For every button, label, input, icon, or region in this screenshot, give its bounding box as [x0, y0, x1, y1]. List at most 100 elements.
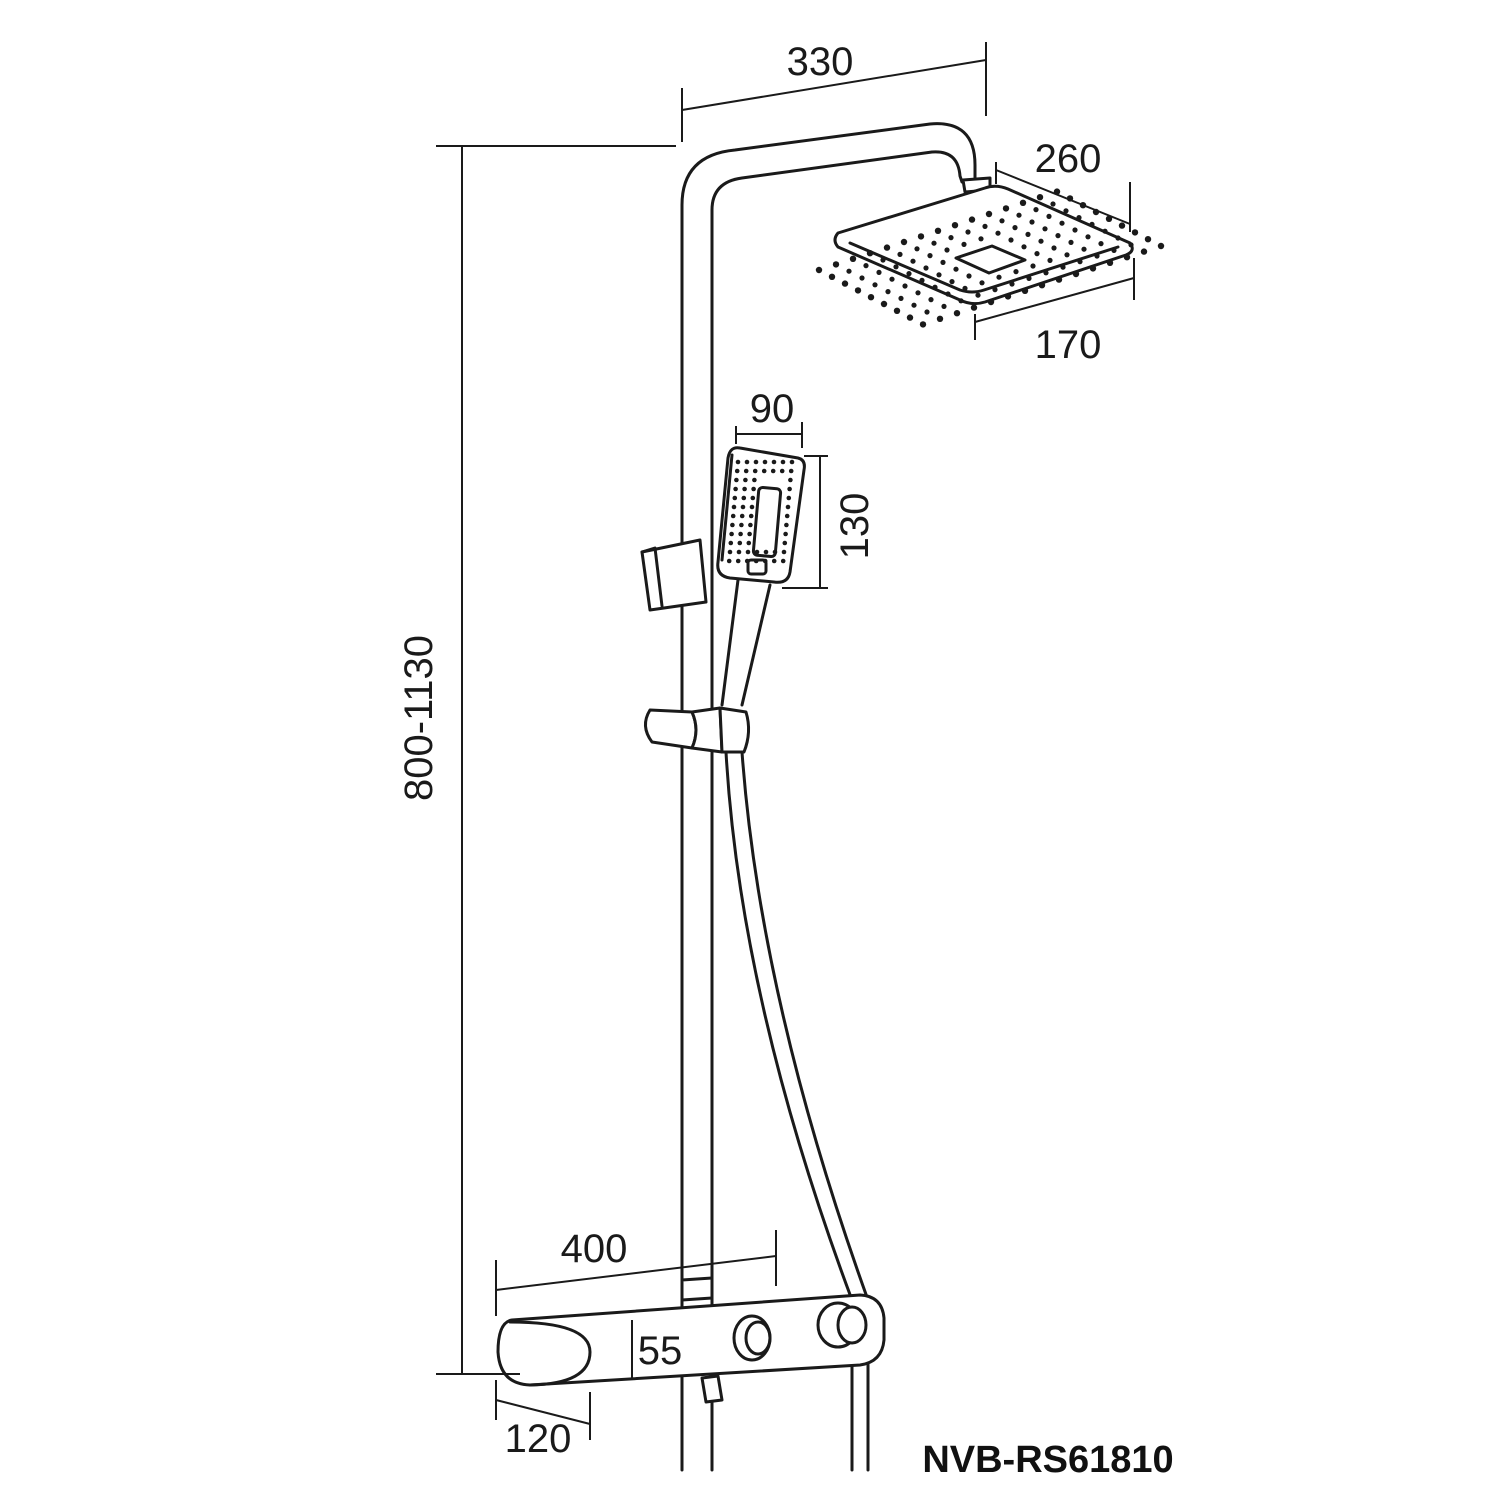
nozzle-dot — [730, 513, 736, 519]
nozzle-dot — [849, 255, 857, 262]
nozzle-dot — [749, 504, 755, 510]
nozzle-dot — [859, 275, 865, 281]
nozzle-dot — [761, 468, 767, 474]
nozzle-dot — [1094, 253, 1100, 259]
nozzle-dot — [1029, 219, 1035, 225]
nozzle-dot — [893, 264, 899, 270]
nozzle-dot — [788, 477, 793, 483]
nozzle-dot — [866, 250, 874, 257]
nozzle-dot — [740, 504, 746, 510]
nozzle-dot — [1085, 234, 1091, 240]
nozzle-dot — [906, 314, 914, 321]
nozzle-dot — [893, 307, 901, 314]
label-head-width: 170 — [1035, 323, 1102, 367]
nozzle-dot — [739, 513, 745, 519]
nozzle-dot — [982, 223, 988, 229]
nozzle-dot — [1157, 242, 1165, 250]
nozzle-dot — [788, 468, 794, 474]
label-hand-width: 90 — [750, 387, 795, 431]
nozzle-dot — [734, 468, 740, 474]
nozzle-dot — [1068, 239, 1074, 245]
nozzle-dot — [996, 274, 1002, 280]
nozzle-dot — [880, 257, 886, 263]
nozzle-dot — [730, 522, 735, 528]
nozzle-dot — [841, 280, 849, 287]
nozzle-dot — [752, 468, 758, 474]
dimension-mixer-width: 400 — [495, 1227, 777, 1316]
nozzle-dot — [747, 531, 752, 537]
nozzle-dot — [784, 513, 790, 519]
nozzle-dot — [743, 477, 748, 483]
nozzle-dot — [745, 549, 751, 555]
shower-hose — [724, 750, 870, 1472]
nozzle-dot — [754, 549, 760, 555]
nozzle-dot — [1089, 265, 1097, 272]
nozzle-dot — [1128, 242, 1134, 248]
nozzle-dot — [910, 258, 916, 264]
nozzle-dot — [1106, 259, 1114, 266]
nozzle-dot — [746, 540, 752, 546]
nozzle-dot — [1131, 229, 1139, 236]
nozzle-dot — [1055, 276, 1063, 283]
nozzle-dot — [815, 266, 823, 274]
nozzle-dot — [863, 263, 869, 269]
nozzle-dot — [880, 300, 888, 308]
nozzle-dot — [1060, 264, 1066, 270]
nozzle-dot — [965, 229, 971, 235]
nozzle-dot — [771, 459, 777, 465]
nozzle-dot — [742, 486, 747, 492]
nozzle-dot — [867, 294, 875, 301]
dimension-head-length: 260 — [995, 137, 1131, 232]
nozzle-dot — [1098, 241, 1104, 247]
nozzle-dot — [763, 549, 769, 555]
nozzle-dot — [731, 504, 737, 510]
nozzle-dot — [1144, 236, 1152, 243]
nozzle-dot — [1072, 227, 1078, 233]
nozzle-dot — [789, 459, 795, 465]
nozzle-dot — [743, 468, 749, 474]
nozzle-dot — [1034, 251, 1040, 257]
nozzle-dot — [927, 253, 933, 259]
nozzle-dot — [940, 259, 946, 265]
nozzle-dot — [832, 261, 840, 268]
nozzle-dot — [1064, 252, 1070, 258]
nozzle-dot — [1140, 248, 1148, 255]
nozzle-dot — [961, 241, 967, 247]
nozzle-dot — [966, 273, 972, 279]
nozzle-dot — [883, 244, 891, 251]
nozzle-dot — [1115, 235, 1121, 241]
dimension-arm-reach: 330 — [681, 40, 987, 142]
head-shower — [815, 176, 1165, 328]
nozzle-dot — [751, 486, 756, 492]
head-nozzle-dots — [815, 188, 1165, 328]
dimension-mixer-height: 55 — [631, 1320, 682, 1378]
nozzle-dot — [914, 246, 920, 252]
nozzle-dot — [919, 321, 927, 328]
nozzle-dot — [1004, 293, 1012, 300]
nozzle-dot — [771, 558, 777, 564]
nozzle-dot — [1013, 269, 1019, 275]
dimension-hand-height: 130 — [782, 455, 877, 589]
nozzle-dot — [1076, 215, 1082, 221]
nozzle-dot — [1102, 228, 1108, 234]
nozzle-dot — [1042, 226, 1048, 232]
label-total-height: 800-1130 — [397, 635, 441, 801]
nozzle-dot — [729, 531, 734, 537]
hand-shower — [716, 446, 806, 707]
wall-bracket — [640, 538, 708, 612]
nozzle-dot — [1051, 245, 1057, 251]
nozzle-dot — [732, 495, 738, 501]
nozzle-dot — [735, 459, 741, 465]
nozzle-dot — [934, 227, 942, 234]
nozzle-dot — [1021, 244, 1027, 250]
nozzle-dot — [1055, 233, 1061, 239]
nozzle-dot — [1021, 287, 1029, 294]
nozzle-dot — [736, 549, 742, 555]
nozzle-dot — [735, 558, 741, 564]
nozzle-dot — [783, 531, 788, 537]
nozzle-dot — [733, 486, 738, 492]
nozzle-dot — [750, 495, 756, 501]
nozzle-dot — [906, 271, 912, 277]
nozzle-dot — [1016, 212, 1022, 218]
nozzle-dot — [779, 468, 785, 474]
